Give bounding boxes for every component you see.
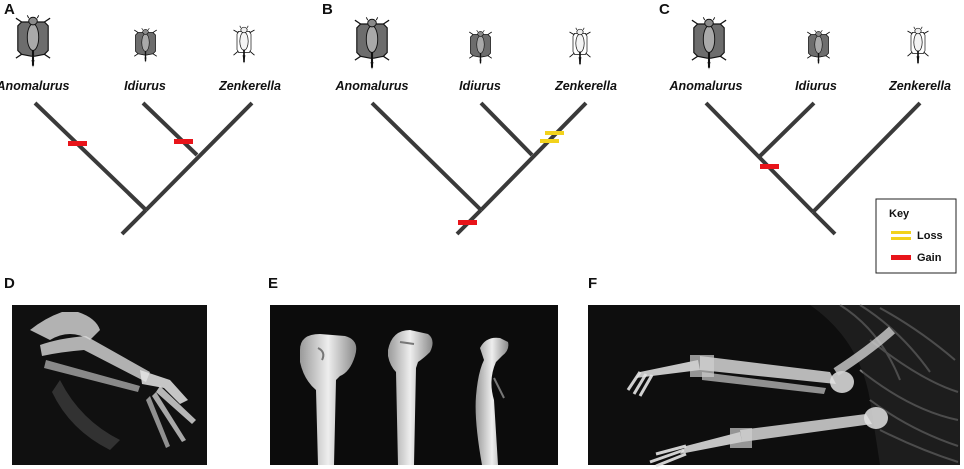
anomalurus-silhouette-icon [14, 14, 52, 69]
gain-marker [174, 139, 193, 144]
upper-limb-bones [626, 326, 896, 397]
legend-loss-swatch [891, 231, 911, 234]
taxon-label: Zenkerella [218, 79, 281, 93]
root-branch [120, 208, 148, 236]
panel-label-f: F [588, 275, 597, 292]
zenkerella-silhouette-icon [232, 24, 256, 65]
ulna-specimen-3 [475, 337, 509, 465]
legend-title: Key [889, 208, 910, 220]
phylogeny-tree [704, 101, 922, 236]
panel-label-a: A [4, 1, 15, 18]
root-branch [811, 210, 837, 236]
branch-anomalurus [370, 101, 483, 212]
taxon-label: Anomalurus [335, 79, 409, 93]
zenkerella-silhouette-icon [568, 26, 592, 67]
idiurus-silhouette-icon [806, 29, 831, 66]
taxon-label: Idiurus [459, 79, 501, 93]
taxon-label: Zenkerella [554, 79, 617, 93]
branch-idiurus-zenkerella [144, 101, 254, 212]
anomalurus-silhouette-icon [353, 16, 391, 71]
panel-c: C Anomalurus Idiurus Zenkerella [659, 1, 951, 236]
taxon-label: Anomalurus [0, 79, 70, 93]
forelimb-bones [30, 312, 196, 450]
panel-e: E [268, 275, 558, 465]
lower-limb-bones [649, 407, 888, 468]
ulna-specimen-1 [300, 334, 357, 465]
legend-gain-swatch [891, 255, 911, 260]
legend-key: Key Loss Gain [875, 198, 957, 274]
idiurus-silhouette-icon [133, 27, 158, 64]
panel-b: B Anomalurus Idiurus Zenkerella [322, 1, 617, 236]
panel-label-b: B [322, 1, 333, 18]
legend-box [875, 198, 957, 274]
gain-marker [458, 220, 477, 225]
legend-loss-label: Loss [917, 230, 943, 242]
branch-idiurus [479, 101, 534, 157]
gain-marker [760, 164, 779, 169]
taxon-label: Idiurus [124, 79, 166, 93]
ulna-specimen-2 [388, 330, 433, 465]
anomalurus-silhouette-icon [690, 16, 728, 71]
gain-marker [68, 141, 87, 146]
loss-marker [545, 131, 564, 135]
panel-label-d: D [4, 275, 15, 292]
taxon-label: Idiurus [795, 79, 837, 93]
legend-gain-label: Gain [917, 252, 942, 264]
taxon-label: Anomalurus [669, 79, 743, 93]
loss-marker [540, 139, 559, 143]
panel-label-e: E [268, 275, 278, 292]
zenkerella-silhouette-icon [906, 25, 930, 66]
panel-label-c: C [659, 1, 670, 18]
branch-anomalurus [33, 101, 148, 212]
panel-f: F [588, 275, 960, 468]
idiurus-silhouette-icon [468, 29, 493, 66]
taxon-label: Zenkerella [888, 79, 951, 93]
branch-idiurus [141, 101, 199, 157]
branch-idiurus [757, 101, 816, 159]
branch-idiurus-zenkerella [479, 101, 588, 212]
phylogeny-tree [370, 101, 588, 236]
panel-a: A Anomalurus Idiurus Zenkerella [0, 1, 281, 236]
branch-zenkerella [811, 101, 922, 214]
phylogeny-tree [33, 101, 254, 236]
legend-loss-swatch [891, 237, 911, 240]
panel-d: D [4, 275, 207, 465]
